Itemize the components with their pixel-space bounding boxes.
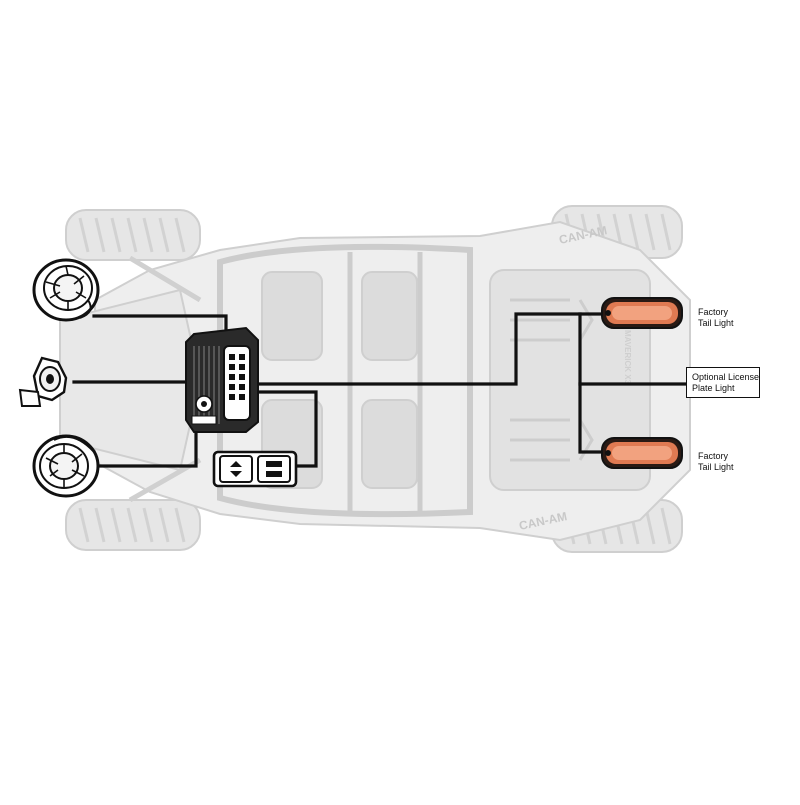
vehicle-outline <box>59 205 691 553</box>
horn-icon <box>18 356 68 407</box>
wire-rear-bus <box>578 312 606 454</box>
round-speaker-light-icon <box>32 258 100 322</box>
label-factory-tail-light-bottom: Factory Tail Light <box>698 451 734 472</box>
seat <box>361 271 418 361</box>
license-plate-light-callout: Optional License Plate Light <box>686 367 760 398</box>
label-optional-license-plate-light: Optional License Plate Light <box>692 372 760 393</box>
wire-headlight-top <box>92 314 228 336</box>
label-factory-tail-light-top: Factory Tail Light <box>698 307 734 328</box>
roll-cage <box>217 243 473 518</box>
seat <box>361 399 418 489</box>
round-speaker-light-icon <box>32 434 100 498</box>
rocker-switch-icon <box>212 450 298 488</box>
seat <box>261 271 323 361</box>
wire-headlight-bottom <box>96 430 198 468</box>
wiring-harness <box>72 312 688 468</box>
model-badge-rear: MAVERICK X3 <box>623 330 632 385</box>
wire-main-trunk <box>254 312 606 386</box>
tail-light-icon <box>601 297 683 329</box>
control-module-icon <box>185 326 259 433</box>
wire-to-switch <box>254 390 318 468</box>
tail-light-icon <box>601 437 683 469</box>
